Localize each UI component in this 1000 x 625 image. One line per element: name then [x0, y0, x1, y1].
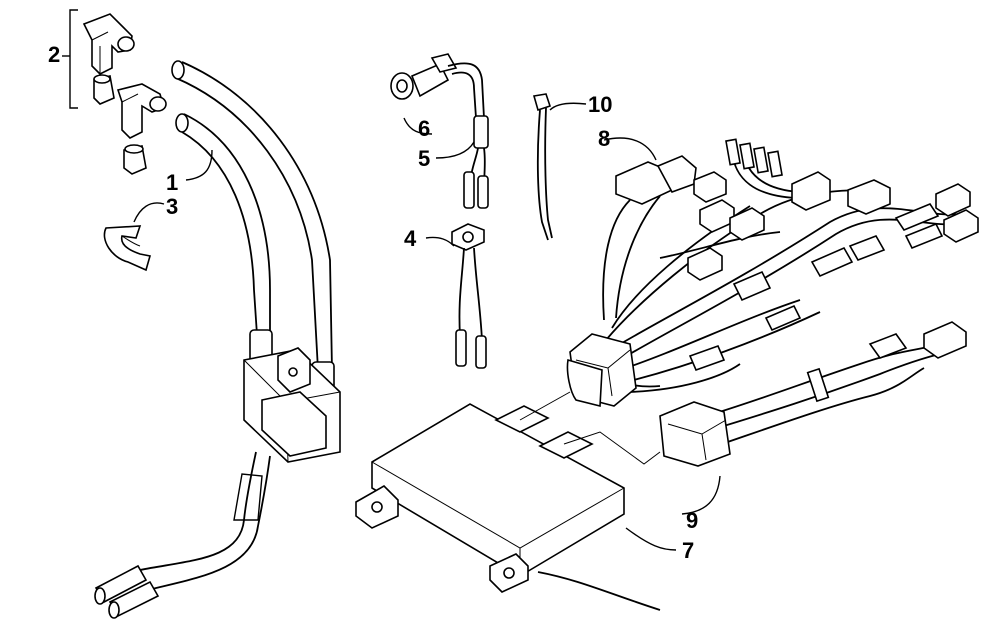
callout-9: 9 — [686, 508, 698, 533]
callout-2: 2 — [48, 42, 60, 67]
callout-8: 8 — [598, 126, 610, 151]
callout-4: 4 — [404, 226, 417, 251]
wiring-harness-part-8[interactable] — [566, 138, 979, 408]
bracket-part-2 — [69, 9, 78, 109]
callout-1: 1 — [166, 170, 178, 195]
callout-5: 5 — [418, 146, 430, 171]
connection-line-ecu-harness — [519, 391, 571, 421]
sub-harness-part-9[interactable] — [659, 321, 967, 467]
sensor-leads-part-5[interactable] — [463, 115, 489, 209]
callout-7: 7 — [682, 538, 694, 563]
clip-part-3[interactable] — [103, 225, 152, 272]
callout-6: 6 — [418, 116, 430, 141]
connection-line-ecu-subharness — [563, 431, 661, 465]
callout-3: 3 — [166, 194, 178, 219]
callout-10: 10 — [588, 92, 612, 117]
ignition-coil-part-1[interactable] — [94, 60, 341, 619]
sensor-part-6[interactable] — [390, 53, 485, 119]
spark-plug-caps-part-2[interactable] — [82, 13, 167, 175]
temperature-sensor-part-4[interactable] — [451, 223, 487, 369]
ecu-module-part-7[interactable] — [355, 403, 661, 611]
cable-tie-part-10[interactable] — [532, 93, 553, 241]
